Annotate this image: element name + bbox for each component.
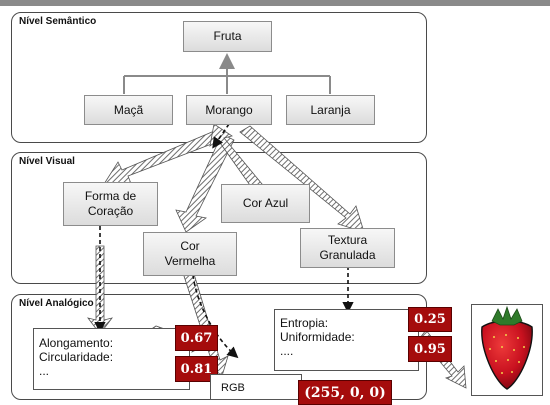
node-forma-line-2: Coração <box>87 204 134 218</box>
feature-entropia: Entropia: <box>280 316 329 330</box>
node-textura-line-2: Granulada <box>319 248 376 262</box>
value-alongamento: 0.67 <box>175 325 218 351</box>
node-cor-vermelha: Cor Vermelha <box>143 232 237 276</box>
feature-uniformidade: Uniformidade: <box>280 330 355 344</box>
feature-circularidade: Circularidade: <box>39 350 114 364</box>
node-textura-line-1: Textura <box>327 233 368 247</box>
semantic-level-title: Nível Semântico <box>19 16 97 27</box>
node-textura-granulada: Textura Granulada <box>300 228 395 268</box>
node-cor-vermelha-line-2: Vermelha <box>164 254 216 268</box>
visual-level-title: Nível Visual <box>19 156 75 167</box>
node-cor-azul: Cor Azul <box>221 184 310 223</box>
node-cor-vermelha-line-1: Cor <box>180 239 200 253</box>
top-bar <box>0 0 550 6</box>
node-forma-line-1: Forma de <box>84 189 137 203</box>
feature-shape-more: ... <box>39 364 50 378</box>
node-maca: Maçã <box>84 95 173 125</box>
node-forma-de-coracao: Forma de Coração <box>63 182 158 226</box>
texture-features-box: Entropia: Uniformidade: .... <box>274 309 419 371</box>
feature-texture-more: .... <box>280 344 294 358</box>
node-laranja: Laranja <box>286 95 375 125</box>
value-uniformidade: 0.95 <box>408 336 452 362</box>
strawberry-image-frame <box>471 304 543 396</box>
analogic-level-title: Nível Analógico <box>19 298 94 309</box>
node-morango: Morango <box>186 95 272 125</box>
dashed-arrows <box>94 123 354 359</box>
shape-features-box: Alongamento: Circularidade: ... <box>33 328 190 390</box>
rgb-label: RGB <box>221 382 245 394</box>
value-rgb: (255, 0, 0) <box>298 380 392 405</box>
strawberry-image <box>481 305 533 390</box>
feature-alongamento: Alongamento: <box>39 336 114 350</box>
node-fruta: Fruta <box>183 21 272 52</box>
semantic-tree-lines <box>123 53 331 94</box>
value-entropia: 0.25 <box>408 307 452 332</box>
rgb-box: RGB <box>210 374 302 400</box>
